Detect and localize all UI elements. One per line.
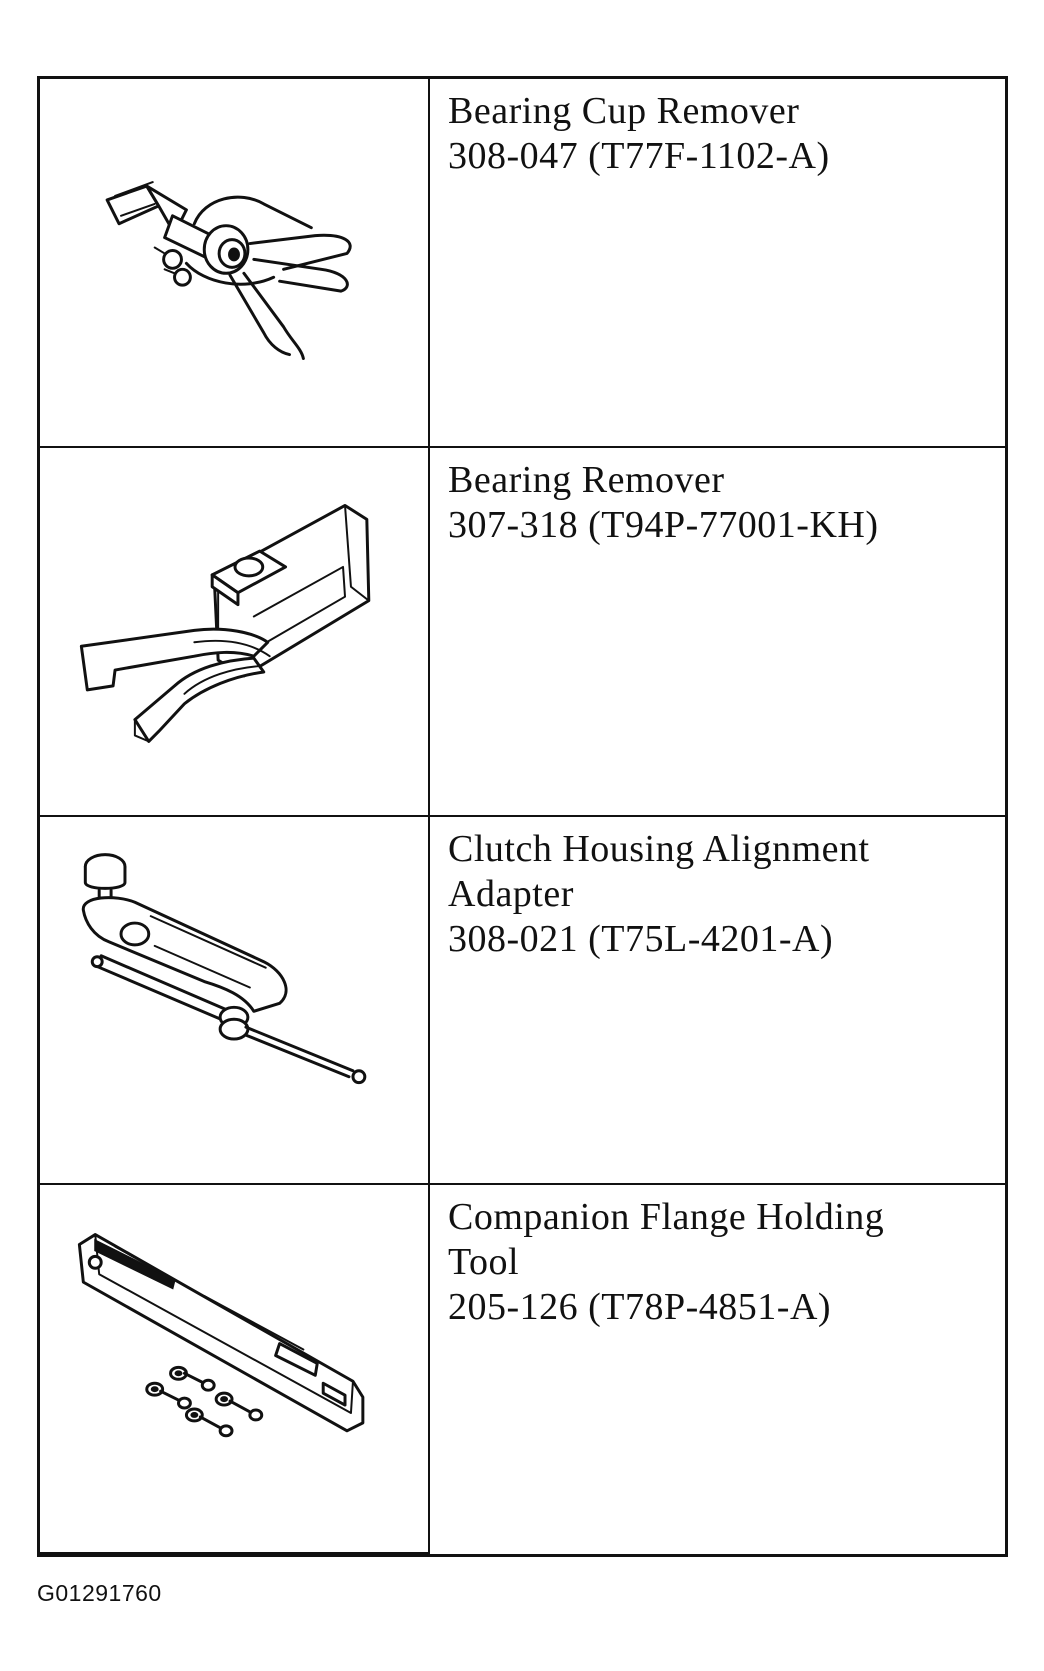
tool-part-number: 308-021 (T75L-4201-A) <box>448 917 834 960</box>
tool-part-number: 308-047 (T77F-1102-A) <box>448 135 830 177</box>
tool-image-cell <box>40 79 430 448</box>
tool-part-number: 307-318 (T94P-77001-KH) <box>448 503 879 546</box>
tool-name: Companion Flange Holding <box>448 1196 885 1239</box>
tool-description-cell: Bearing Cup Remover 308-047 (T77F-1102-A… <box>430 79 1005 448</box>
tool-image-cell <box>40 816 430 1186</box>
bearing-remover-icon <box>79 503 371 743</box>
tool-image-cell <box>40 1185 430 1554</box>
tool-part-number: 205-126 (T78P-4851-A) <box>448 1286 832 1329</box>
tool-name: Bearing Cup Remover <box>448 90 800 132</box>
tool-name: Clutch Housing Alignment <box>448 827 870 870</box>
tool-name-continued: Tool <box>448 1241 520 1284</box>
special-tools-table: Bearing Cup Remover 308-047 (T77F-1102-A… <box>37 76 1008 1557</box>
tool-name: Bearing Remover <box>448 458 725 501</box>
tool-description-cell: Companion Flange Holding Tool 205-126 (T… <box>430 1185 1005 1554</box>
bearing-cup-remover-icon <box>105 181 352 361</box>
figure-code: G01291760 <box>37 1580 162 1606</box>
tool-description-cell: Clutch Housing Alignment Adapter 308-021… <box>430 817 1005 1186</box>
tool-name-continued: Adapter <box>448 872 574 915</box>
companion-flange-holding-tool-icon <box>77 1233 365 1438</box>
tool-image-cell <box>40 447 430 817</box>
tool-description-cell: Bearing Remover 307-318 (T94P-77001-KH) <box>430 448 1005 817</box>
clutch-housing-alignment-adapter-icon <box>81 852 367 1084</box>
